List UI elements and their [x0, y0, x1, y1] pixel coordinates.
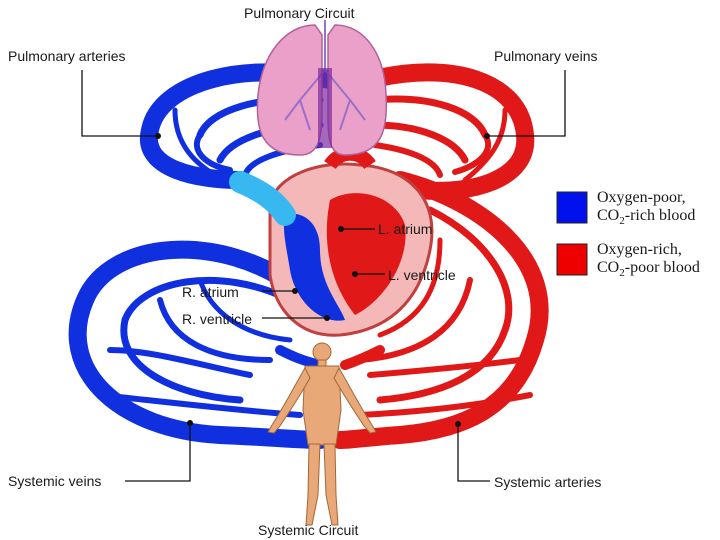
legend-poor-co: CO	[597, 207, 620, 224]
l-atrium-label: L. atrium	[378, 221, 433, 237]
legend-swatch-oxygen-poor	[556, 191, 588, 224]
legend-oxygen-poor-line1: Oxygen-poor,	[597, 189, 686, 206]
heart	[229, 146, 434, 337]
systemic-circuit-label: Systemic Circuit	[258, 522, 359, 538]
legend-oxygen-rich-line2: CO2-poor blood	[597, 259, 700, 279]
legend-rich-sub: 2	[619, 267, 625, 279]
legend-rich-rest: -poor blood	[624, 259, 700, 276]
systemic-arteries-label: Systemic arteries	[494, 474, 602, 490]
legend-oxygen-rich: Oxygen-rich, CO2-poor blood	[597, 241, 700, 279]
pulmonary-veins-vessels	[361, 63, 535, 200]
leader-lines	[81, 70, 566, 482]
pulmonary-arteries-label: Pulmonary arteries	[8, 48, 126, 64]
systemic-veins-vessels	[68, 240, 329, 449]
legend-oxygen-rich-line1: Oxygen-rich,	[597, 241, 682, 258]
legend-poor-sub: 2	[619, 215, 625, 227]
legend-poor-rest: -rich blood	[624, 207, 696, 224]
r-ventricle-label: R. ventricle	[182, 311, 253, 327]
l-ventricle-label: L. ventricle	[388, 267, 456, 283]
legend-swatch-oxygen-rich	[556, 243, 588, 276]
legend-rich-co: CO	[597, 259, 620, 276]
systemic-arteries-vessels	[331, 171, 549, 449]
human-figure-image	[267, 342, 377, 526]
leader-dots	[155, 133, 490, 427]
lungs-image	[256, 20, 388, 156]
r-atrium-label: R. atrium	[182, 284, 239, 300]
legend-oxygen-poor: Oxygen-poor, CO2-rich blood	[597, 189, 696, 227]
legend-oxygen-poor-line2: CO2-rich blood	[597, 207, 696, 227]
pulmonary-veins-label: Pulmonary veins	[494, 48, 598, 64]
pulmonary-circuit-label: Pulmonary Circuit	[244, 5, 355, 21]
systemic-veins-label: Systemic veins	[8, 473, 102, 489]
